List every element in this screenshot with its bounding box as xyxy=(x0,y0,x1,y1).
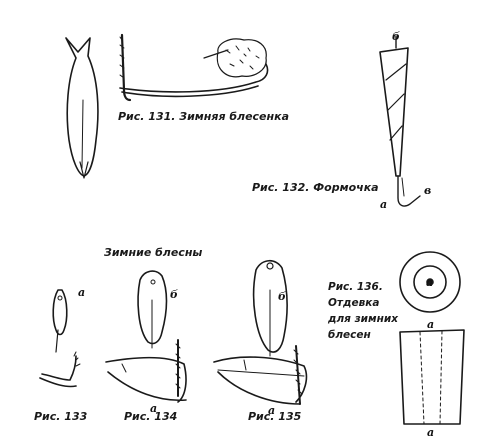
fig136-caption-line3: для зимних xyxy=(328,313,398,325)
fig134-caption: Рис. 134 xyxy=(124,410,178,423)
fig134-label-a: а xyxy=(150,402,157,415)
fig131-lure-drawing xyxy=(65,37,99,179)
fig133-label-a: а xyxy=(78,286,85,299)
fig136-caption-line4: блесен xyxy=(328,329,371,341)
fig132-label-v: в xyxy=(424,184,431,197)
winter-spoons-title: Зимние блесны xyxy=(104,246,203,259)
fig136-drawing xyxy=(399,251,465,425)
fig136-label-a-bottom: а xyxy=(427,426,434,439)
fig136-caption-line2: Отдевка xyxy=(328,297,380,309)
fig132-label-b: б xyxy=(392,30,400,43)
fig135-caption: Рис. 135 xyxy=(248,410,302,423)
fig132-caption: Рис. 132. Формочка xyxy=(252,181,379,194)
fig136-label-a-disc: а xyxy=(426,276,433,289)
fig132-label-a: а xyxy=(380,198,387,211)
fig131-caption: Рис. 131. Зимняя блесенка xyxy=(118,110,290,123)
fig135-label-b: б xyxy=(278,290,286,303)
fig136-label-a-top: а xyxy=(427,318,434,331)
fig136-caption-line1: Рис. 136. xyxy=(328,281,383,293)
fig135-drawing xyxy=(213,259,308,405)
fig135-label-a: а xyxy=(268,404,275,417)
fig134-drawing xyxy=(105,270,187,403)
fig131-hook-drawing xyxy=(119,33,269,102)
fig133-caption: Рис. 133 xyxy=(34,410,88,423)
fig133-drawing xyxy=(39,289,81,388)
fig132-mold-drawing xyxy=(379,35,421,207)
fig134-label-b: б xyxy=(170,288,178,301)
